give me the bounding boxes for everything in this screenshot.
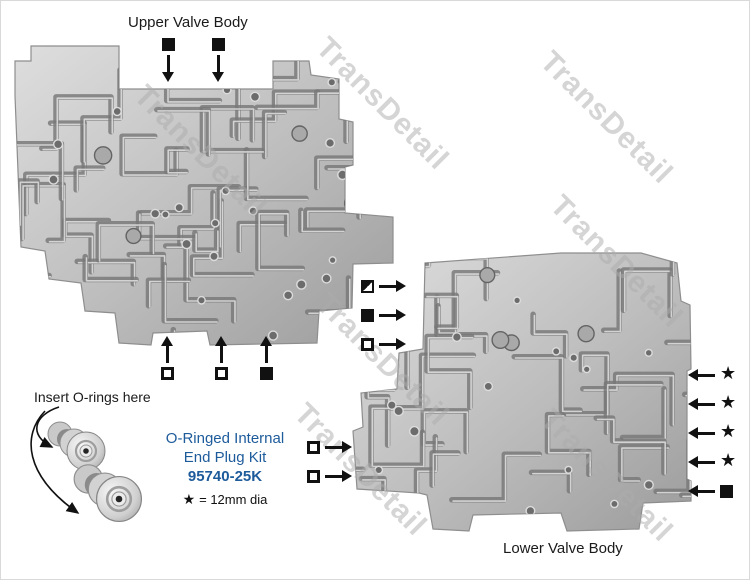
curved-arrow-icon (30, 410, 80, 514)
up-arrow-icon (260, 336, 273, 363)
end-plug-rear (73, 464, 143, 523)
filled-square-icon (361, 309, 374, 322)
open-square-icon (307, 470, 320, 483)
up-arrow-icon (215, 336, 228, 363)
star-size-legend: ★= 12mm dia (149, 490, 301, 509)
left-arrow-icon (688, 369, 715, 382)
lower-left-marker-4 (307, 441, 352, 454)
down-arrow-icon (212, 55, 225, 82)
kit-part-number: 95740-25K (187, 468, 263, 485)
star-icon: ★ (720, 392, 737, 412)
upper-bottom-marker-3 (260, 336, 273, 380)
star-icon: ★ (720, 450, 737, 470)
left-arrow-icon (688, 427, 715, 440)
left-arrow-icon (688, 456, 715, 469)
filled-square-icon (162, 38, 175, 51)
left-arrow-icon (688, 485, 715, 498)
lower-right-marker-3: ★ (688, 421, 737, 441)
up-arrow-icon (161, 336, 174, 363)
star-icon: ★ (720, 421, 737, 441)
plug-kit-text-block: O-Ringed Internal End Plug Kit 95740-25K… (149, 429, 301, 509)
upper-top-marker-2 (212, 38, 225, 82)
upper-bottom-marker-1 (161, 336, 174, 380)
right-arrow-icon (379, 280, 406, 293)
lower-left-marker-2 (361, 309, 406, 322)
right-arrow-icon (379, 338, 406, 351)
open-square-icon (215, 367, 228, 380)
lower-right-marker-2: ★ (688, 392, 737, 412)
star-icon: ★ (182, 491, 196, 507)
open-square-icon (161, 367, 174, 380)
end-plug-front (47, 421, 106, 471)
o-ring-plug-illustration (30, 406, 143, 523)
legend-text: = 12mm dia (199, 492, 268, 507)
right-arrow-icon (325, 470, 352, 483)
half-filled-square-icon (361, 280, 374, 293)
upper-top-marker-1 (162, 38, 175, 82)
lower-right-marker-5 (688, 485, 733, 498)
curved-arrow-icon (36, 406, 60, 448)
upper-bottom-marker-2 (215, 336, 228, 380)
insert-o-rings-label: Insert O-rings here (34, 389, 151, 405)
lower-left-marker-5 (307, 470, 352, 483)
open-square-icon (361, 338, 374, 351)
star-icon: ★ (720, 363, 737, 383)
down-arrow-icon (162, 55, 175, 82)
left-arrow-icon (688, 398, 715, 411)
upper-valve-body-label: Upper Valve Body (128, 14, 248, 31)
kit-title-line1: O-Ringed Internal (165, 430, 285, 447)
filled-square-icon (260, 367, 273, 380)
filled-square-icon (212, 38, 225, 51)
lower-valve-body-label: Lower Valve Body (503, 540, 623, 557)
lower-left-marker-3 (361, 338, 406, 351)
right-arrow-icon (325, 441, 352, 454)
filled-square-icon (720, 485, 733, 498)
right-arrow-icon (379, 309, 406, 322)
open-square-icon (307, 441, 320, 454)
lower-left-marker-1 (361, 280, 406, 293)
lower-right-marker-1: ★ (688, 363, 737, 383)
lower-right-marker-4: ★ (688, 450, 737, 470)
kit-title-line2: End Plug Kit (183, 449, 267, 466)
